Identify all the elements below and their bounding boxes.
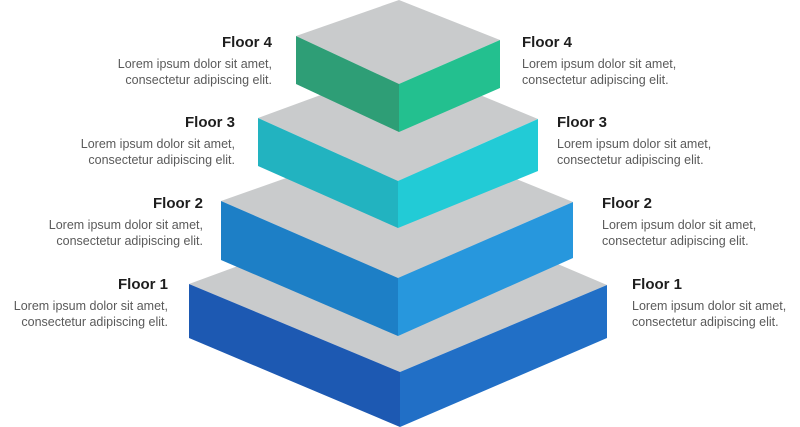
floor-3-right-line1: Lorem ipsum dolor sit amet, (557, 137, 712, 151)
floor-1-left-line2: consectetur adipiscing elit. (21, 315, 168, 329)
floor-2-right-label: Floor 2 Lorem ipsum dolor sit amet, cons… (602, 195, 756, 249)
floor-4-right-line1: Lorem ipsum dolor sit amet, (522, 57, 677, 71)
floor-2-left-line2: consectetur adipiscing elit. (56, 234, 203, 248)
floor-1-left-title: Floor 1 (117, 276, 168, 293)
floor-4-right-label: Floor 4 Lorem ipsum dolor sit amet, cons… (522, 34, 676, 88)
floor-2-right-line2: consectetur adipiscing elit. (602, 234, 749, 248)
floor-3-left-label: Floor 3 Lorem ipsum dolor sit amet, cons… (81, 114, 235, 168)
floor-4-left-face (296, 36, 399, 132)
floor-4-right-title: Floor 4 (522, 34, 573, 51)
floor-2-left-face (221, 201, 398, 336)
floor-2-right-line1: Lorem ipsum dolor sit amet, (602, 218, 757, 232)
floor-3-left-line1: Lorem ipsum dolor sit amet, (80, 137, 235, 151)
floor-4-left-label: Floor 4 Lorem ipsum dolor sit amet, cons… (118, 34, 272, 88)
floor-4-block (296, 0, 500, 132)
floor-2-left-title: Floor 2 (152, 195, 203, 212)
floor-3-right-label: Floor 3 Lorem ipsum dolor sit amet, cons… (557, 114, 711, 168)
floor-1-right-line2: consectetur adipiscing elit. (632, 315, 779, 329)
floor-3-right-line2: consectetur adipiscing elit. (557, 153, 704, 167)
floor-3-right-title: Floor 3 (557, 114, 608, 131)
floor-4-left-title: Floor 4 (221, 34, 272, 51)
floor-2-right-title: Floor 2 (602, 195, 653, 212)
floor-3-right-face (398, 119, 538, 228)
floor-2-left-line1: Lorem ipsum dolor sit amet, (48, 218, 203, 232)
floor-1-left-face (189, 284, 400, 427)
floor-2-right-face (398, 202, 573, 336)
floor-3-left-title: Floor 3 (184, 114, 235, 131)
floor-4-right-line2: consectetur adipiscing elit. (522, 73, 669, 87)
floor-1-right-label: Floor 1 Lorem ipsum dolor sit amet, cons… (632, 276, 786, 330)
floor-4-top-face (296, 0, 500, 84)
floor-1-right-title: Floor 1 (632, 276, 683, 293)
floor-1-right-face (400, 285, 607, 427)
floor-1-left-line1: Lorem ipsum dolor sit amet, (13, 299, 168, 313)
floor-4-left-line1: Lorem ipsum dolor sit amet, (117, 57, 272, 71)
floor-4-left-line2: consectetur adipiscing elit. (125, 73, 272, 87)
floor-3-left-line2: consectetur adipiscing elit. (88, 153, 235, 167)
floor-3-left-face (258, 118, 398, 228)
floor-1-left-label: Floor 1 Lorem ipsum dolor sit amet, cons… (14, 276, 168, 330)
floor-4-right-face (399, 40, 500, 132)
floor-2-left-label: Floor 2 Lorem ipsum dolor sit amet, cons… (49, 195, 203, 249)
floor-1-right-line1: Lorem ipsum dolor sit amet, (632, 299, 787, 313)
